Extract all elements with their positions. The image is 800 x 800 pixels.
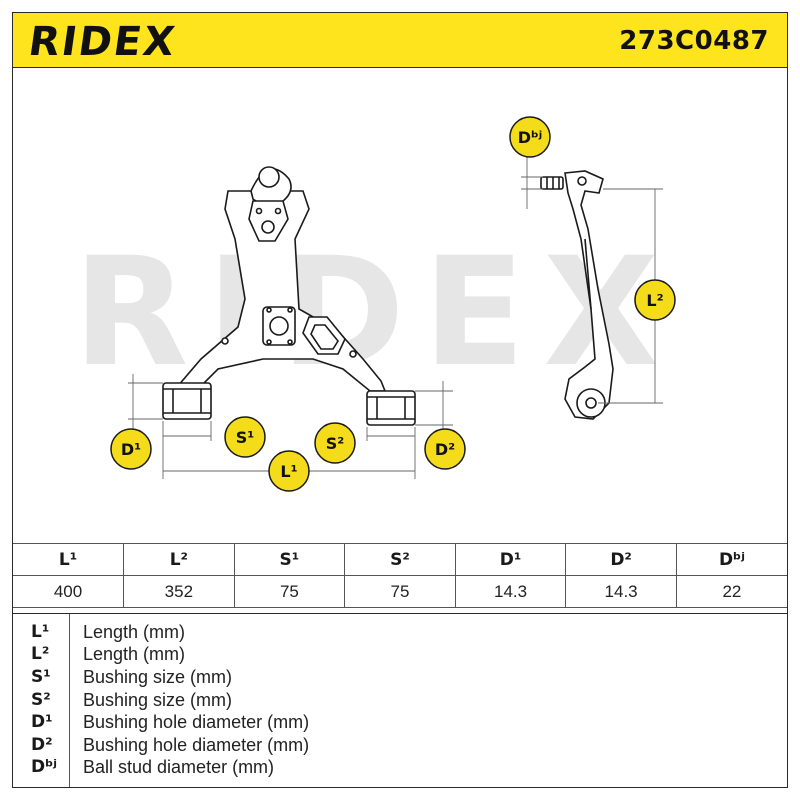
badge-dbj: Dᵇʲ (509, 116, 551, 158)
legend-row: Dᵇʲ Ball stud diameter (mm) (13, 757, 787, 779)
legend-row: D¹ Bushing hole diameter (mm) (13, 712, 787, 734)
legend-symbol: Dᵇʲ (31, 757, 57, 777)
badge-d1: D¹ (110, 428, 152, 470)
technical-drawing: RIDEX (13, 69, 787, 539)
legend-row: S² Bushing size (mm) (13, 690, 787, 712)
legend-description: Bushing hole diameter (mm) (83, 712, 310, 732)
legend-symbol: S² (31, 690, 51, 710)
specs-header-cell: S¹ (233, 543, 346, 576)
legend-symbol: L¹ (31, 622, 50, 642)
legend-symbol: L² (31, 644, 50, 664)
legend-description: Bushing size (mm) (83, 690, 233, 710)
ridex-logo: RIDEX (25, 19, 180, 65)
badge-s2-label: S² (326, 434, 345, 453)
specs-value-cell: 75 (344, 575, 456, 608)
specs-header-cell: D¹ (454, 543, 567, 576)
legend-symbol: D¹ (31, 712, 53, 732)
legend-description: Bushing hole diameter (mm) (83, 735, 310, 755)
badge-l1-label: L¹ (280, 462, 297, 481)
legend-symbol: D² (31, 735, 53, 755)
legend-description: Length (mm) (83, 622, 186, 642)
badge-d2-label: D² (435, 440, 455, 459)
legend-row: L¹ Length (mm) (13, 622, 787, 644)
badge-s1-label: S¹ (236, 428, 255, 447)
specs-value-cell: 14.3 (454, 575, 567, 608)
badge-l2-label: L² (646, 291, 663, 310)
specs-value-cell: 22 (675, 575, 787, 608)
specs-header-cell: Dᵇʲ (675, 543, 787, 576)
badge-l2: L² (634, 279, 676, 321)
badge-s1: S¹ (224, 416, 266, 458)
specs-value-row: 400 352 75 75 14.3 14.3 22 (13, 575, 787, 608)
specs-value-cell: 14.3 (565, 575, 677, 608)
legend-divider (69, 614, 70, 787)
badge-dbj-label: Dᵇʲ (518, 128, 542, 147)
control-arm-side-view (540, 170, 614, 420)
control-arm-diagram: RIDEX (73, 116, 676, 492)
legend-symbol: S¹ (31, 667, 51, 687)
badge-l1: L¹ (268, 450, 310, 492)
product-sheet: RIDEX 273C0487 RIDEX (12, 12, 788, 788)
legend-row: D² Bushing hole diameter (mm) (13, 735, 787, 757)
badge-d2: D² (424, 428, 466, 470)
badge-s2: S² (314, 422, 356, 464)
legend-description: Ball stud diameter (mm) (83, 757, 275, 777)
specs-header-cell: D² (565, 543, 677, 576)
specs-header-cell: L² (123, 543, 235, 576)
legend: L¹ Length (mm) L² Length (mm) S¹ Bushing… (13, 613, 787, 787)
specs-header-row: L¹ L² S¹ S² D¹ D² Dᵇʲ (13, 543, 787, 576)
legend-row: S¹ Bushing size (mm) (13, 667, 787, 689)
specs-table: L¹ L² S¹ S² D¹ D² Dᵇʲ 400 352 75 75 14.3… (13, 543, 787, 608)
specs-value-cell: 75 (233, 575, 346, 608)
legend-description: Bushing size (mm) (83, 667, 233, 687)
part-number: 273C0487 (619, 26, 769, 56)
specs-header-cell: L¹ (13, 543, 125, 576)
specs-value-cell: 352 (123, 575, 235, 608)
badge-d1-label: D¹ (121, 440, 141, 459)
header-bar: RIDEX 273C0487 (13, 13, 787, 68)
control-arm-front-view (162, 166, 416, 426)
legend-row: L² Length (mm) (13, 644, 787, 666)
legend-description: Length (mm) (83, 644, 186, 664)
specs-header-cell: S² (344, 543, 456, 576)
specs-value-cell: 400 (13, 575, 125, 608)
